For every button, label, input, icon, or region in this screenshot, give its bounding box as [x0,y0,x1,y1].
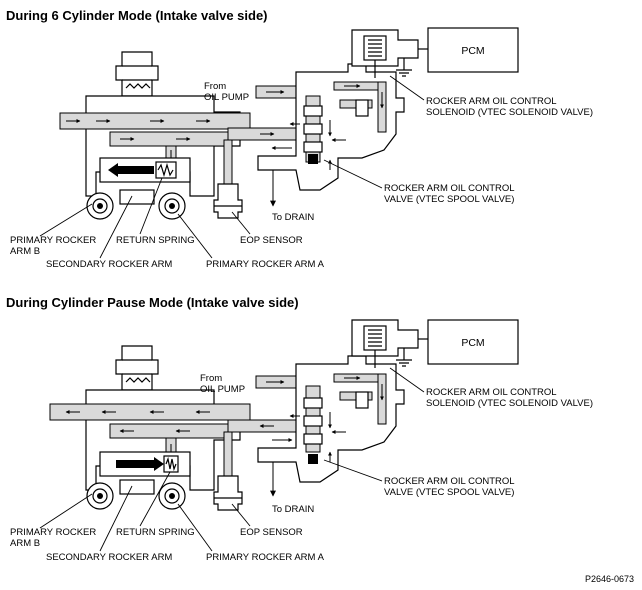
pcm-box: PCM [427,27,519,73]
eop-sensor [213,139,243,219]
from-label: From [204,81,226,92]
secondary-arm-label: SECONDARY ROCKER ARM [46,552,172,563]
section-cylinder-pause-mode: During Cylinder Pause Mode (Intake valve… [6,295,593,563]
return-spring-label: RETURN SPRING [116,527,195,538]
eop-sensor-label: EOP SENSOR [240,527,303,538]
secondary-arm-label: SECONDARY ROCKER ARM [46,259,172,270]
valve-assembly [115,345,159,391]
section-6-cylinder-mode: During 6 Cylinder Mode (Intake valve sid… [6,8,593,270]
solenoid-label-line1: ROCKER ARM OIL CONTROL [426,387,557,398]
vtec-solenoid [351,319,428,368]
eop-sensor-label: EOP SENSOR [240,235,303,246]
solenoid-label-line2: SOLENOID (VTEC SOLENOID VALVE) [426,398,593,409]
pcm-label: PCM [461,45,484,57]
to-drain-label: To DRAIN [272,504,314,515]
primary-a-label: PRIMARY ROCKER ARM A [206,259,325,270]
oil-pump-label: OIL PUMP [204,92,249,103]
from-label: From [200,373,222,384]
primary-b-label-line1: PRIMARY ROCKER [10,527,96,538]
rocker-rollers [86,189,186,220]
spool-valve-body [257,355,405,497]
spool-label-line2: VALVE (VTEC SPOOL VALVE) [384,487,514,498]
spool-label-line2: VALVE (VTEC SPOOL VALVE) [384,194,514,205]
valve-assembly [115,51,159,97]
pcm-label: PCM [461,337,484,349]
section-title: During 6 Cylinder Mode (Intake valve sid… [6,8,268,23]
spool-label-line1: ROCKER ARM OIL CONTROL [384,183,515,194]
primary-a-label: PRIMARY ROCKER ARM A [206,552,325,563]
to-drain-label: To DRAIN [272,212,314,223]
primary-b-label-line1: PRIMARY ROCKER [10,235,96,246]
solenoid-label-line2: SOLENOID (VTEC SOLENOID VALVE) [426,107,593,118]
section-title: During Cylinder Pause Mode (Intake valve… [6,295,299,310]
rocker-rollers [86,479,186,510]
pcm-box: PCM [427,319,519,365]
solenoid-label-line1: ROCKER ARM OIL CONTROL [426,96,557,107]
return-spring-label: RETURN SPRING [116,235,195,246]
oil-pump-label: OIL PUMP [200,384,245,395]
vtec-solenoid [351,29,428,78]
synchronizing-piston [99,157,191,183]
synchronizing-piston [99,451,191,477]
spool-valve-body [257,63,405,207]
eop-sensor [213,431,243,511]
figure-reference: P2646-0673 [585,574,634,584]
primary-b-label-line2: ARM B [10,246,40,257]
primary-b-label-line2: ARM B [10,538,40,549]
spool-label-line1: ROCKER ARM OIL CONTROL [384,476,515,487]
